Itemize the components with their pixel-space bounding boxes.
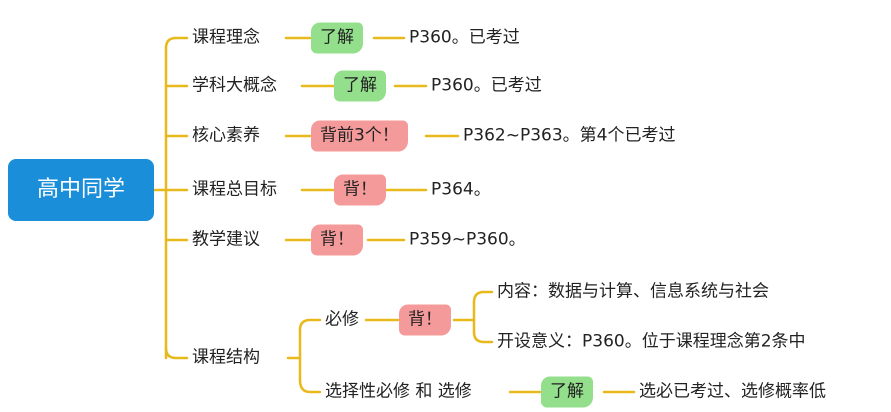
note-text: P362~P363。第4个已考过 — [463, 125, 676, 146]
branch-label-course-philosophy[interactable]: 课程理念 — [192, 27, 260, 48]
note-text: P359~P360。 — [409, 229, 526, 250]
required-content-note: 内容：数据与计算、信息系统与社会 — [497, 281, 769, 302]
struct-connector-elective — [298, 378, 322, 394]
tag-memorize: 背前3个！ — [311, 120, 408, 152]
tag-understand: 了解 — [334, 70, 386, 102]
note-text: P360。已考过 — [409, 27, 520, 48]
sub-branch-label-required[interactable]: 必修 — [325, 309, 359, 330]
struct-connector-required — [298, 318, 322, 332]
tag-memorize: 背！ — [334, 174, 386, 206]
branch-connector-1 — [164, 36, 189, 50]
branch-connector-6 — [164, 346, 189, 360]
branch-label-teaching-suggestions[interactable]: 教学建议 — [192, 229, 260, 250]
tag-memorize: 背！ — [311, 224, 363, 256]
root-node[interactable]: 高中同学 — [8, 159, 154, 221]
elective-note: 选必已考过、选修概率低 — [639, 381, 826, 402]
tag-understand: 了解 — [311, 22, 363, 54]
branch-label-big-concepts[interactable]: 学科大概念 — [192, 75, 277, 96]
note-text: P360。已考过 — [431, 75, 542, 96]
branch-label-course-structure[interactable]: 课程结构 — [192, 347, 260, 368]
branch-label-overall-goals[interactable]: 课程总目标 — [192, 179, 277, 200]
note-text: P364。 — [431, 179, 491, 200]
tag-understand: 了解 — [541, 376, 593, 408]
required-note-connector-2 — [472, 330, 494, 344]
required-significance-note: 开设意义：P360。位于课程理念第2条中 — [497, 331, 806, 352]
tag-memorize: 背！ — [399, 304, 451, 336]
sub-branch-label-elective[interactable]: 选择性必修 和 选修 — [325, 381, 472, 402]
branch-label-core-literacy[interactable]: 核心素养 — [192, 125, 260, 146]
required-note-connector-1 — [472, 290, 494, 304]
